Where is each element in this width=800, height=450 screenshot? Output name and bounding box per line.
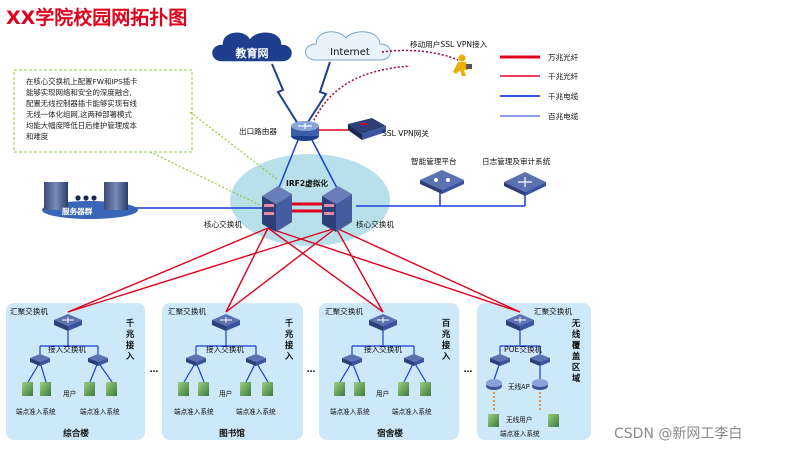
- agg-switch-label: 汇聚交换机: [168, 306, 206, 316]
- endpoint-label: 端点准入系统: [174, 407, 214, 416]
- zone-4-bg: [477, 303, 591, 440]
- endpoint-label: 端点准入系统: [236, 407, 276, 416]
- access-switch-icon: [30, 354, 50, 366]
- access-switch-label: 接入交换机: [364, 344, 402, 354]
- core-area: [230, 154, 390, 246]
- user-label: 用户: [376, 389, 389, 398]
- access-speed-label: 百兆接入: [441, 318, 451, 361]
- note-line: 和难度: [26, 132, 49, 141]
- ellipsis-text: …: [150, 365, 159, 375]
- mobile-user-icon: [453, 54, 472, 76]
- agg-switch-icon: [54, 314, 82, 331]
- ssl-vpn-gateway-label: SSL VPN网关: [382, 128, 429, 138]
- zone-3-bg: [319, 303, 459, 440]
- building-label: 宿舍楼: [377, 427, 403, 439]
- log-audit-label: 日志管理及审计系统: [482, 156, 551, 166]
- legend: 万兆光纤 千兆光纤 千兆电缆 百兆电缆: [500, 52, 579, 121]
- wireless-ap-icon: [532, 379, 548, 390]
- zone-1-bg: [6, 303, 145, 440]
- ellipsis-text: …: [464, 365, 473, 375]
- smart-mgmt-label: 智能管理平台: [411, 156, 457, 166]
- coverage-label: 无线覆盖区域: [571, 318, 581, 383]
- endpoint-label: 端点准入系统: [330, 407, 370, 416]
- agg-switch-icon: [212, 314, 240, 331]
- agg-switch-icon: [506, 314, 534, 331]
- agg-switch-label: 汇聚交换机: [325, 306, 363, 316]
- router-icon: [291, 121, 319, 141]
- access-switch-icon: [342, 354, 362, 366]
- wireless-ap-icon: [486, 379, 502, 390]
- vpn-gateway-icon: [348, 118, 386, 140]
- watermark: CSDN @新网工李白: [614, 426, 742, 442]
- note-line: 能够实现网络和安全的深度融合,: [26, 88, 132, 97]
- zone-2-bg: [162, 303, 303, 440]
- zone-2: 汇聚交换机 接入交换机 用户 端点准入系统 端点准入系统 千兆接入 图书馆: [168, 306, 294, 439]
- user-pc-icon: [334, 382, 431, 396]
- mobile-vpn-label: 移动用户SSL VPN接入: [410, 39, 488, 49]
- legend-label: 百兆电缆: [548, 111, 579, 121]
- wireless-user-icon: [488, 414, 559, 427]
- irf2-label: IRF2虚拟化: [286, 178, 328, 188]
- legend-label: 千兆电缆: [548, 91, 579, 101]
- note-line: 无线一体化组网,这两种部署模式: [26, 110, 132, 119]
- access-switch-label: 接入交换机: [48, 344, 86, 354]
- poe-switch-label: POE交换机: [504, 344, 543, 354]
- edu-cloud-label: 教育网: [235, 46, 269, 60]
- user-pc-icon: [178, 382, 273, 396]
- agg-switch-label: 汇聚交换机: [534, 306, 572, 316]
- note-line: 均能大幅度降低日后维护管理成本: [26, 121, 137, 130]
- core-switch-icon: [322, 186, 352, 232]
- wireless-ap-label: 无线AP: [508, 382, 530, 391]
- exit-router-label: 出口路由器: [239, 126, 277, 136]
- endpoint-label: 端点准入系统: [16, 407, 56, 416]
- agg-switch-icon: [369, 314, 397, 331]
- endpoint-label: 端点准入系统: [500, 429, 540, 438]
- endpoint-label: 端点准入系统: [392, 407, 432, 416]
- user-label: 用户: [219, 389, 232, 398]
- mgmt-platform-icon: [420, 170, 464, 194]
- access-switch-icon: [404, 354, 424, 366]
- access-switch-icon: [88, 354, 108, 366]
- server-farm-label: 服务器群: [62, 206, 93, 216]
- legend-label: 千兆光纤: [548, 71, 579, 81]
- access-switch-icon: [186, 354, 206, 366]
- access-switch-label: 接入交换机: [206, 344, 244, 354]
- poe-switch-icon: [490, 354, 510, 366]
- internet-cloud: Internet: [305, 31, 391, 61]
- endpoint-label: 端点准入系统: [80, 407, 120, 416]
- server-farm-icon: [42, 182, 138, 219]
- poe-switch-icon: [530, 354, 550, 366]
- log-audit-icon: [504, 172, 546, 196]
- zone-4: 汇聚交换机 POE交换机 无线AP 无线用户 端点准入系统 无线覆盖区域: [486, 306, 581, 438]
- ellipsis-text: …: [307, 365, 316, 375]
- building-label: 综合楼: [63, 427, 89, 439]
- core-switch-icon: [262, 186, 292, 232]
- access-switch-icon: [246, 354, 266, 366]
- core-switch-right-label: 核心交换机: [356, 219, 394, 229]
- building-label: 图书馆: [219, 427, 245, 439]
- legend-label: 万兆光纤: [548, 52, 579, 62]
- wireless-user-label: 无线用户: [506, 415, 532, 424]
- edu-cloud: 教育网: [210, 31, 294, 63]
- user-pc-icon: [22, 382, 117, 396]
- note-line: 在核心交换机上配置FW和IPS插卡: [26, 77, 138, 86]
- zone-3: 汇聚交换机 接入交换机 用户 端点准入系统 端点准入系统 百兆接入 宿舍楼: [325, 306, 451, 439]
- zone-backgrounds: [6, 303, 591, 440]
- note-box: 在核心交换机上配置FW和IPS插卡 能够实现网络和安全的深度融合, 配置无线控制…: [13, 69, 279, 207]
- access-speed-label: 千兆接入: [125, 318, 135, 361]
- access-speed-label: 千兆接入: [284, 318, 294, 361]
- core-switch-left-label: 核心交换机: [204, 219, 242, 229]
- internet-cloud-label: Internet: [330, 47, 370, 58]
- note-line: 配置无线控制器插卡能够实现有线: [26, 99, 137, 108]
- agg-switch-label: 汇聚交换机: [10, 306, 48, 316]
- zone-1: 汇聚交换机 接入交换机 用户 端点准入系统 端点准入系统 千兆接入 综合楼: [10, 306, 135, 439]
- user-label: 用户: [63, 389, 76, 398]
- page-title: XX学院校园网拓扑图: [6, 6, 187, 29]
